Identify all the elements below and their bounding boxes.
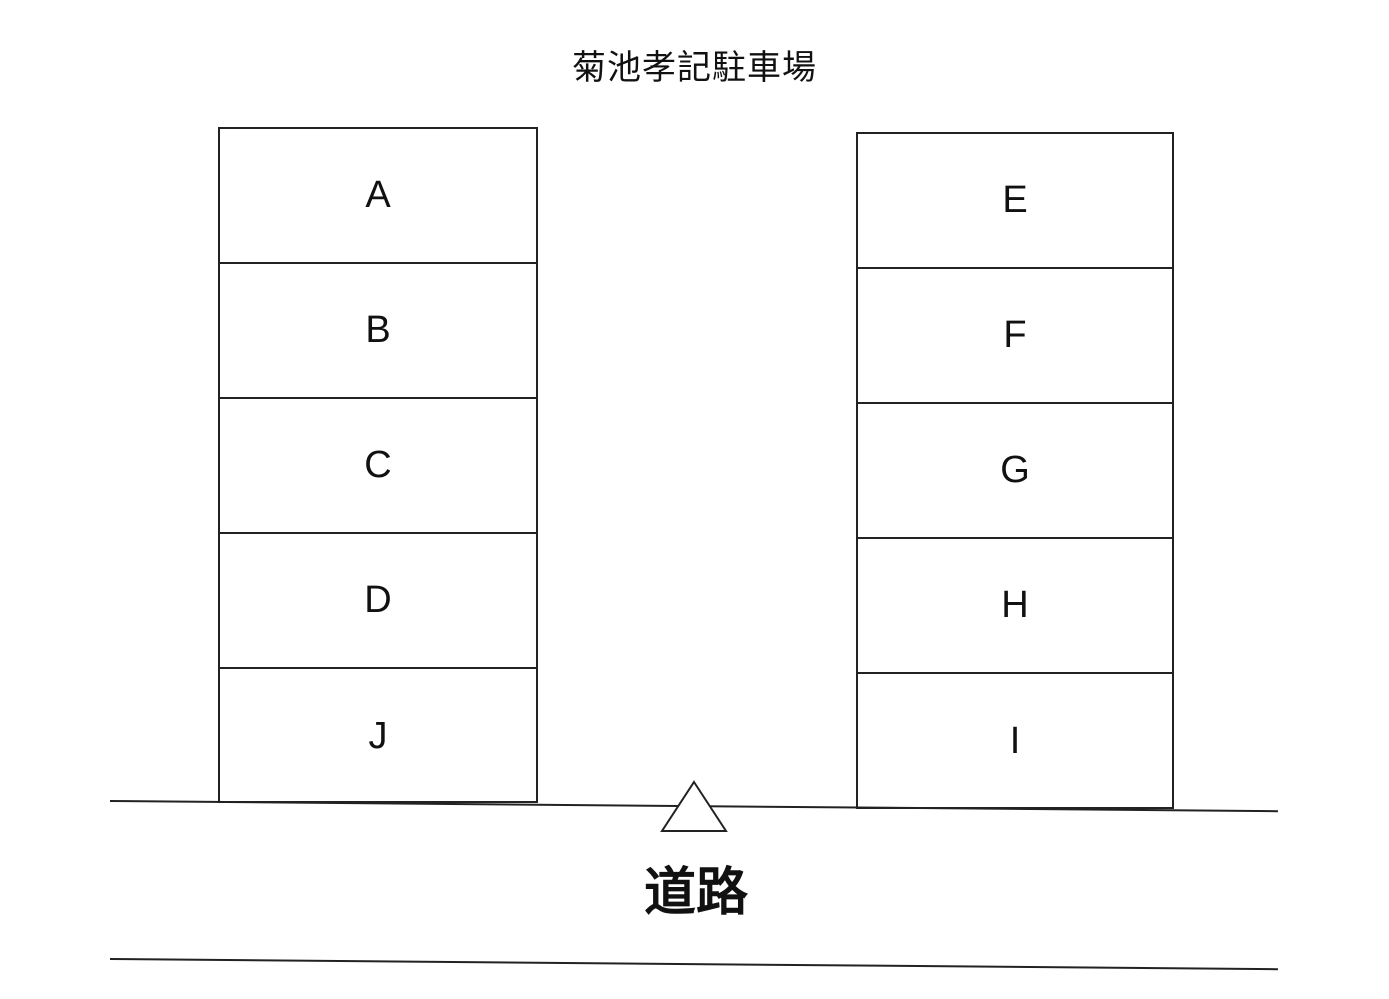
parking-space: G [858,404,1172,539]
parking-space: D [220,534,536,669]
parking-space: H [858,539,1172,674]
road-edge-bottom [109,958,1278,971]
road-label: 道路 [643,863,748,923]
triangle-entrance-icon [660,780,728,832]
parking-space: J [368,715,388,757]
parking-space: B [220,264,536,399]
parking-space: A [220,129,536,264]
parking-space: F [858,269,1172,404]
page-title: 菊池孝記駐車場 [572,48,817,88]
parking-space: E [858,134,1172,269]
parking-space: C [220,399,536,534]
parking-space: I [1009,720,1021,762]
parking-block-right: E F G H I [856,132,1174,809]
parking-block-left: A B C D J [218,127,538,803]
